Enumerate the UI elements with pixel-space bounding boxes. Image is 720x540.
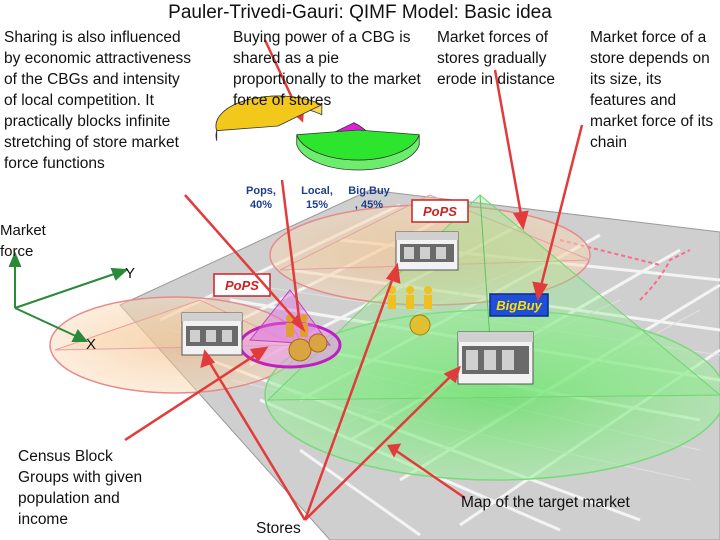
pie-label-bigbuy: Big.Buy, 45% [348, 185, 390, 211]
sharing-annotation: Sharing is also influenced by economic a… [4, 29, 191, 172]
store-local[interactable] [181, 312, 243, 356]
pie-label-pops: Pops,40% [246, 185, 276, 211]
svg-text:PoPS: PoPS [423, 204, 457, 219]
pie-slice-pops [215, 95, 323, 132]
income-icons [288, 314, 431, 362]
axis-label-y: Y [125, 265, 136, 282]
pie-label-local: Local,15% [301, 185, 333, 211]
store-bigbuy[interactable] [457, 331, 534, 385]
axes [8, 251, 129, 342]
svg-text:PoPS: PoPS [225, 278, 259, 293]
buying-power-pie [215, 95, 420, 171]
axis-label-x: X [86, 336, 97, 353]
pops-logo-left: PoPS [213, 273, 271, 297]
pie-slice-bigbuy [296, 129, 420, 161]
page-title: Pauler-Trivedi-Gauri: QIMF Model: Basic … [168, 2, 552, 23]
svg-text:BigBuy: BigBuy [496, 298, 542, 313]
store-pops[interactable] [395, 231, 459, 271]
store-market-force-annotation: Market force of a store depends on its s… [590, 29, 714, 151]
market-forces-annotation: Market forces of stores gradually erode … [437, 29, 556, 88]
map-annotation: Map of the target market [461, 494, 630, 511]
axis-label-market-force: Market force [0, 222, 46, 260]
buying-power-annotation: Buying power of a CBG is shared as a pie… [233, 29, 421, 109]
pointer-arrows [124, 39, 584, 521]
bigbuy-logo: BigBuy [489, 293, 549, 317]
census-annotation: Census Block Groups with given populatio… [18, 448, 143, 528]
stores-annotation: Stores [256, 520, 301, 537]
pops-logo-top: PoPS [411, 199, 469, 223]
